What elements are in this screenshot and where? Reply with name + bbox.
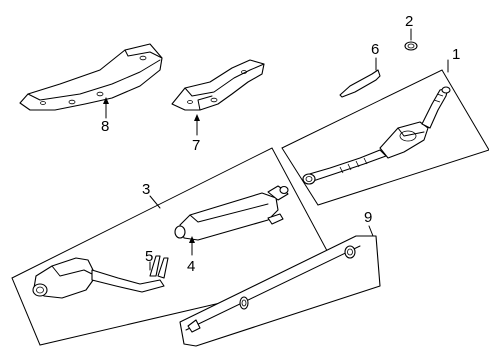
callout-label-5: 5 [145,248,153,265]
exhaust-hanger-bracket [179,235,381,347]
front-pipe-group [281,69,489,206]
callout-5: 5 [145,248,153,271]
callout-label-9: 9 [364,209,372,226]
muffler-assembly-group [11,147,341,346]
callout-label-8: 8 [101,118,109,135]
callout-4: 4 [187,236,195,275]
callout-9: 9 [364,209,374,237]
exhaust-gasket [404,41,418,51]
callout-6: 6 [371,41,379,71]
callout-label-1: 1 [452,46,460,63]
callout-8: 8 [101,97,109,135]
callout-label-4: 4 [187,258,195,275]
heat-shield-strip [339,69,381,98]
callout-1: 1 [447,46,460,73]
heat-shield-center [171,59,265,111]
heat-shield-front [19,43,163,111]
callout-2: 2 [405,13,413,41]
callout-label-6: 6 [371,41,379,58]
callout-7: 7 [192,114,200,154]
callout-label-7: 7 [192,137,200,154]
callout-label-2: 2 [405,13,413,30]
callout-label-3: 3 [142,181,150,198]
callout-3: 3 [142,181,161,209]
